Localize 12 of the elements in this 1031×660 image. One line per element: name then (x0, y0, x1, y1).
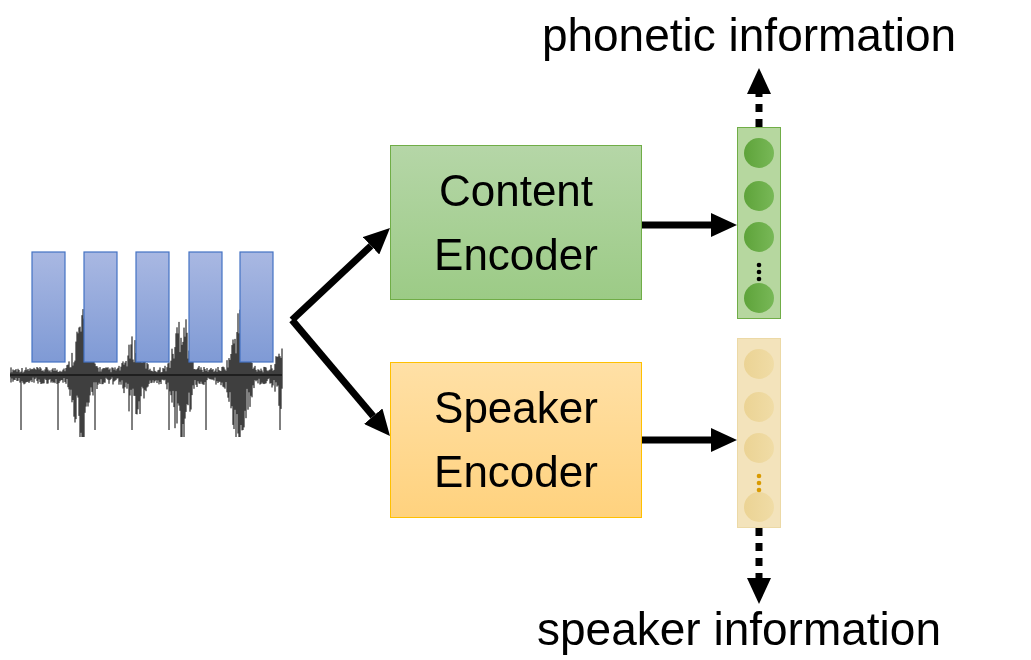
arrow (747, 528, 771, 604)
arrow (642, 213, 737, 237)
encoder-label: Speaker Encoder (433, 382, 599, 498)
output-label: phonetic information (460, 10, 1031, 61)
arrow (289, 228, 390, 323)
encoder-box (390, 362, 642, 518)
encoder-label: Content Encoder (433, 164, 599, 281)
output-label: speaker information (450, 604, 1028, 655)
encoder-box (390, 145, 642, 300)
arrow (747, 68, 771, 127)
arrow (642, 428, 737, 452)
arrow (289, 317, 390, 436)
